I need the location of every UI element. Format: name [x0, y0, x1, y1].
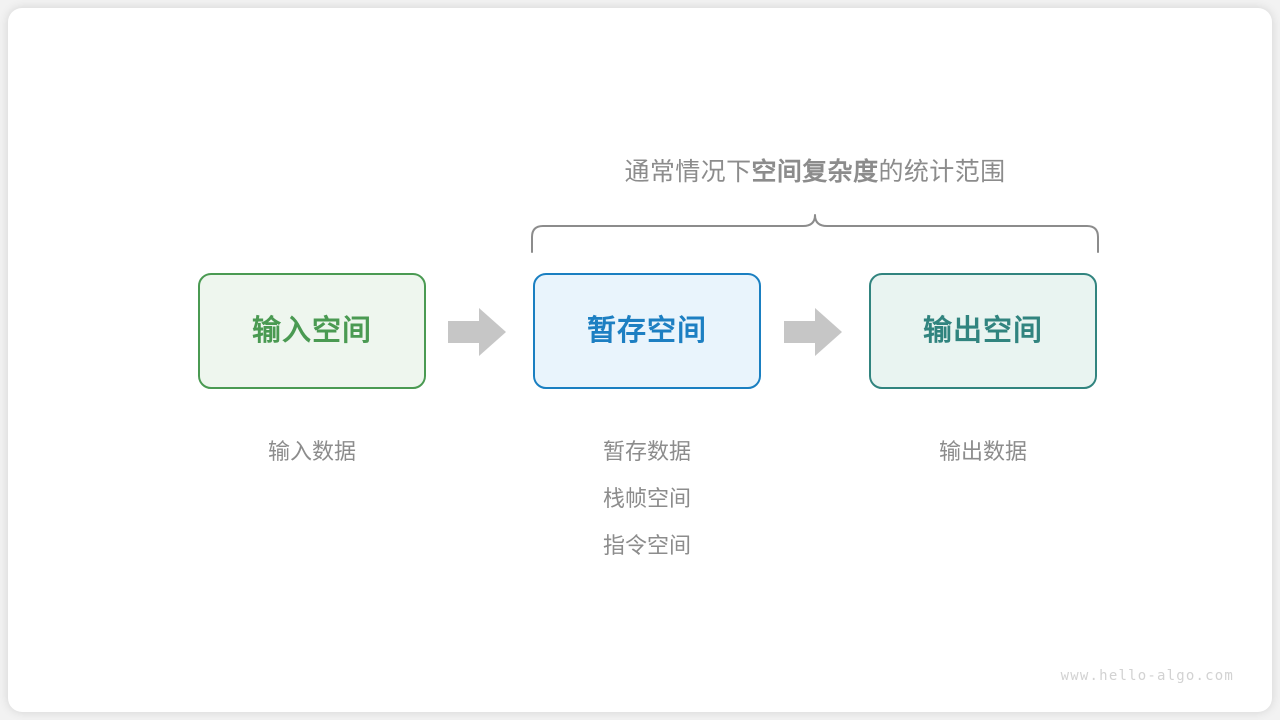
box-output-space: 输出空间: [869, 273, 1097, 389]
sublabel-item: 指令空间: [602, 533, 691, 558]
arrow-right-icon: [448, 308, 506, 356]
caption-emphasis: 空间复杂度: [751, 158, 879, 186]
watermark: www.hello-algo.com: [1060, 668, 1234, 684]
box-input-space-label: 输入空间: [251, 314, 372, 347]
sublabel-item: 输出数据: [938, 439, 1027, 464]
caption-lead: 通常情况下: [624, 158, 752, 186]
sublabel-item: 暂存数据: [602, 439, 691, 464]
caption-tail: 的统计范围: [878, 158, 1006, 186]
sublabels-output-space: 输出数据: [869, 428, 1097, 475]
box-output-space-label: 输出空间: [922, 314, 1043, 347]
flow-row: 输入空间 暂存空间 输出空间: [8, 8, 1280, 720]
brace-caption: 通常情况下空间复杂度的统计范围: [8, 154, 1280, 190]
arrow-right-icon: [784, 308, 842, 356]
sublabel-item: 输入数据: [267, 439, 356, 464]
box-input-space: 输入空间: [198, 273, 426, 389]
sublabels-input-space: 输入数据: [198, 428, 426, 475]
box-temp-space: 暂存空间: [533, 273, 761, 389]
sublabels-temp-space: 暂存数据 栈帧空间 指令空间: [533, 428, 761, 569]
curly-brace: [524, 204, 1106, 256]
diagram-card: 通常情况下空间复杂度的统计范围 输入空间 暂存空间: [8, 8, 1272, 712]
box-temp-space-label: 暂存空间: [586, 314, 707, 347]
sublabel-item: 栈帧空间: [602, 486, 691, 511]
